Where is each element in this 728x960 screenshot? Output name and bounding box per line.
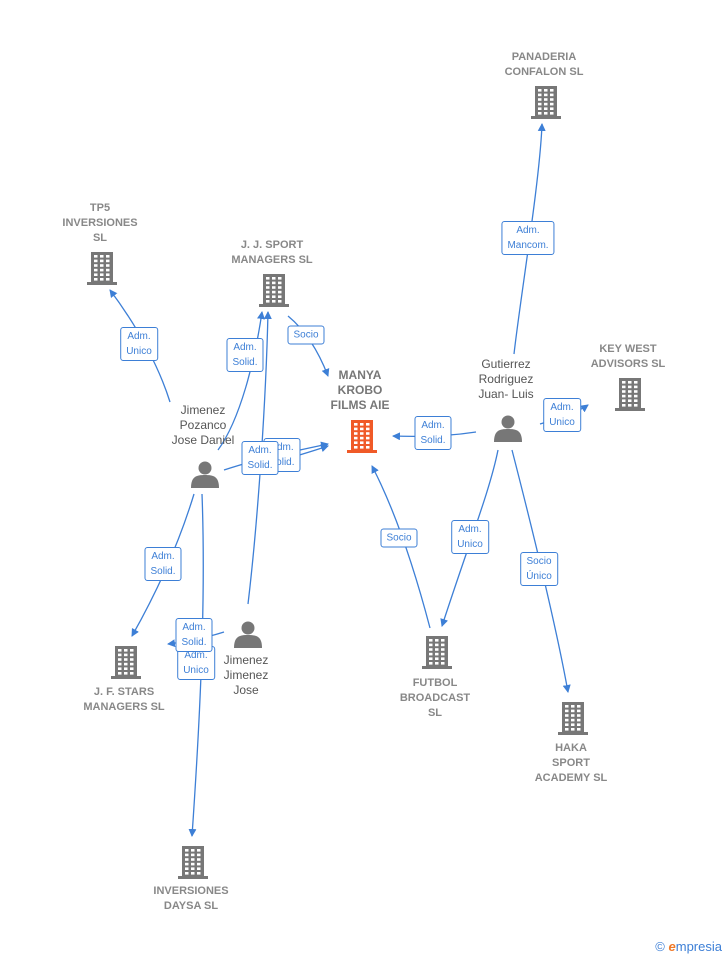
daysa-building-icon[interactable]: [178, 846, 208, 879]
node-label-tp5[interactable]: TP5 INVERSIONES SL: [62, 202, 138, 244]
keywest-building-icon[interactable]: [615, 378, 645, 411]
footer-brand: © empresia: [655, 939, 722, 954]
node-label-keywest[interactable]: KEY WEST ADVISORS SL: [590, 343, 666, 370]
node-label-futbol[interactable]: FUTBOL BROADCAST SL: [399, 677, 471, 719]
brand-initial: e: [668, 939, 676, 954]
tp5-building-icon[interactable]: [87, 252, 117, 285]
edge-label-pozanco-to-tp5[interactable]: Adm. Unico: [120, 327, 158, 361]
gutierrez-person-icon[interactable]: [494, 415, 522, 443]
node-label-jfstars[interactable]: J. F. STARS MANAGERS SL: [83, 686, 165, 713]
haka-building-icon[interactable]: [558, 702, 588, 735]
edge-label-gutierrez-to-futbol[interactable]: Adm. Unico: [451, 520, 489, 554]
edge-label-pozanco-to-jjsport[interactable]: Adm. Solid.: [226, 338, 264, 372]
jfstars-building-icon[interactable]: [111, 646, 141, 679]
edge-pozanco-to-jjsport: [217, 311, 265, 451]
node-label-daysa[interactable]: INVERSIONES DAYSA SL: [153, 885, 229, 912]
edge-futbol-to-manya: [371, 465, 431, 629]
futbol-building-icon[interactable]: [422, 636, 452, 669]
brand-name: mpresia: [675, 939, 722, 954]
edge-label-gutierrez-to-keywest[interactable]: Adm. Unico: [543, 398, 581, 432]
edge-label-futbol-to-manya[interactable]: Socio: [380, 528, 418, 548]
node-label-pozanco[interactable]: Jimenez Pozanco Jose Daniel: [171, 403, 235, 447]
copyright-symbol: ©: [655, 939, 665, 954]
edge-label-jimenezjose-to-manya[interactable]: Adm. Solid.: [241, 441, 279, 475]
edge-label-gutierrez-to-panaderia[interactable]: Adm. Mancom.: [501, 221, 555, 255]
node-label-jjsport[interactable]: J. J. SPORT MANAGERS SL: [231, 239, 313, 266]
node-label-haka[interactable]: HAKA SPORT ACADEMY SL: [534, 742, 608, 784]
node-label-panaderia[interactable]: PANADERIA CONFALON SL: [504, 51, 584, 78]
jjsport-building-icon[interactable]: [259, 274, 289, 307]
edge-label-jimenezjose-to-jfstars[interactable]: Adm. Solid.: [175, 618, 213, 652]
edge-label-jjsport-to-manya[interactable]: Socio: [287, 325, 325, 345]
pozanco-person-icon[interactable]: [191, 461, 219, 489]
panaderia-building-icon[interactable]: [531, 86, 561, 119]
node-label-jimenezjose[interactable]: Jimenez Jimenez Jose: [223, 653, 269, 697]
node-label-gutierrez[interactable]: Gutierrez Rodriguez Juan- Luis: [478, 357, 534, 401]
edge-label-gutierrez-to-haka[interactable]: Socio Único: [520, 552, 558, 586]
edge-label-gutierrez-to-manya[interactable]: Adm. Solid.: [414, 416, 452, 450]
jimenezjose-person-icon[interactable]: [234, 621, 262, 649]
manya-building-icon[interactable]: [347, 420, 377, 453]
node-label-manya[interactable]: MANYA KROBO FILMS AIE: [330, 368, 390, 412]
edge-label-pozanco-to-jfstars[interactable]: Adm. Solid.: [144, 547, 182, 581]
